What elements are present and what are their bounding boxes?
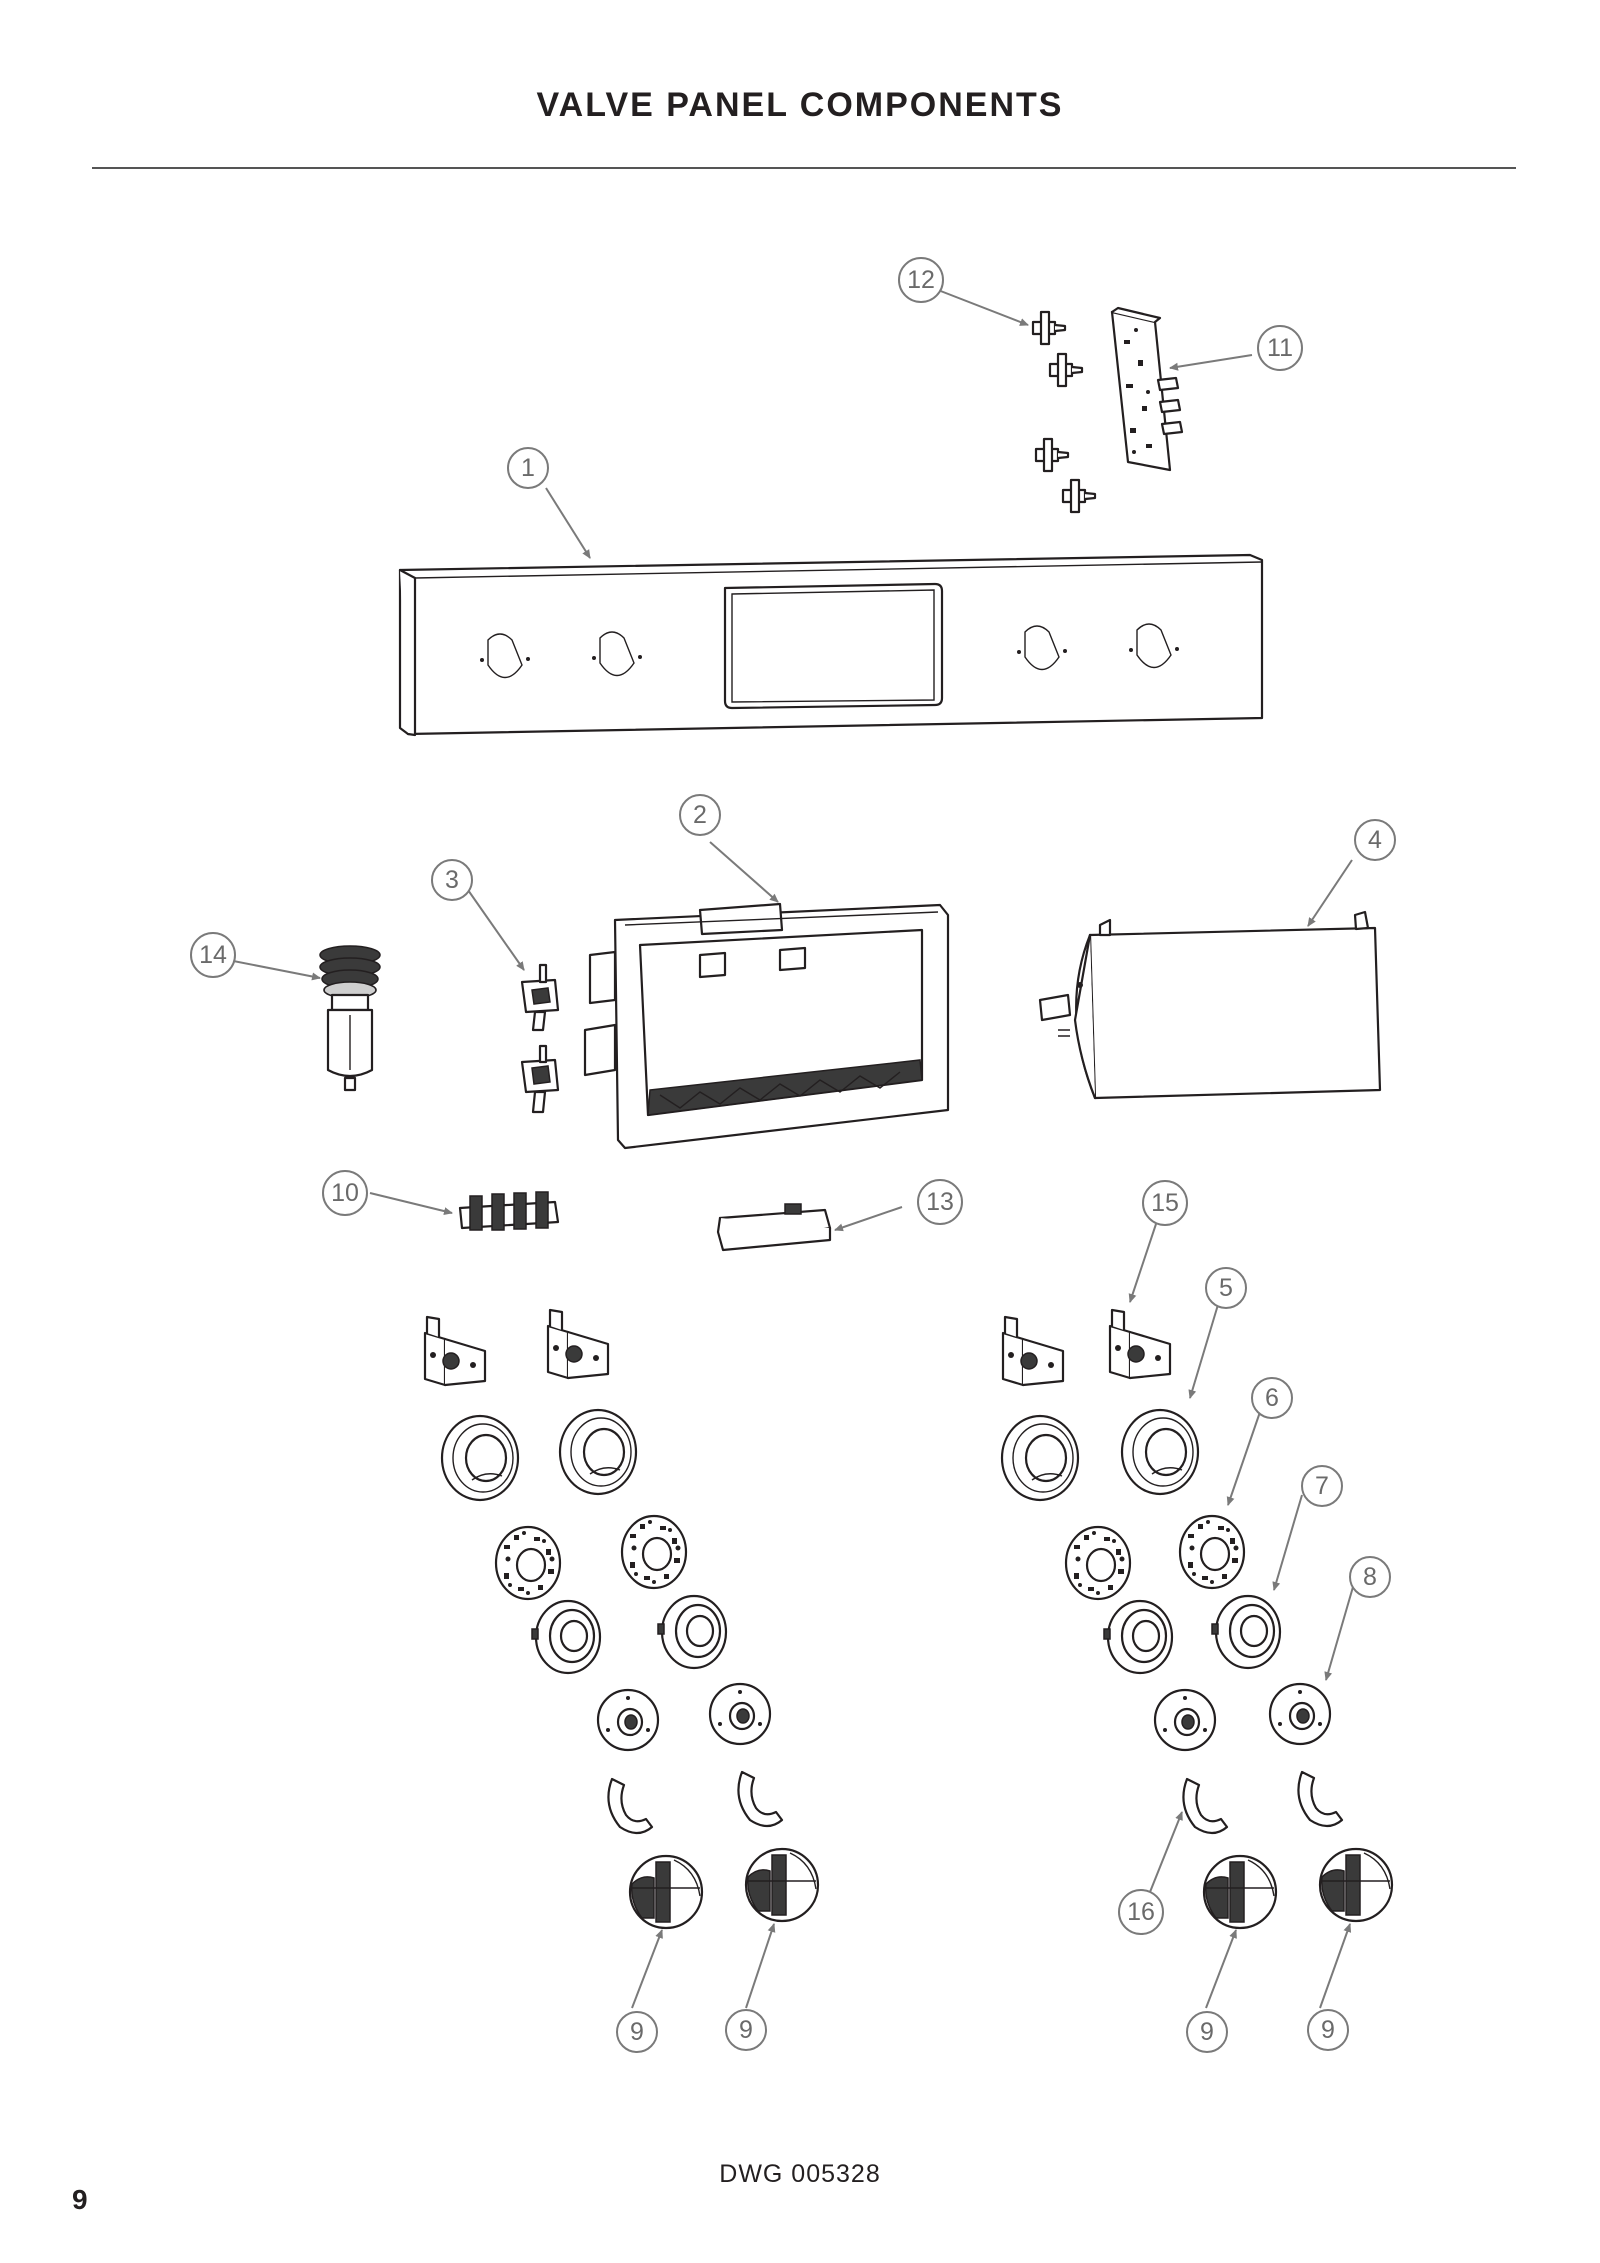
svg-text:7: 7: [1315, 1472, 1329, 1500]
callout-1: 1: [507, 447, 549, 489]
callout-14: 14: [190, 932, 236, 978]
rear-cover-part: [1038, 910, 1382, 1100]
callout-8: 8: [1349, 1556, 1391, 1598]
svg-text:10: 10: [331, 1179, 359, 1207]
svg-text:14: 14: [199, 941, 227, 969]
svg-text:15: 15: [1151, 1189, 1179, 1217]
page-number: 9: [72, 2184, 88, 2215]
svg-text:9: 9: [1321, 2016, 1335, 2044]
callout-9-right-b: 9: [1307, 2009, 1349, 2051]
svg-text:9: 9: [1200, 2018, 1214, 2046]
callout-11: 11: [1257, 325, 1303, 371]
callout-7: 7: [1301, 1465, 1343, 1507]
left-knob-stack-a: [423, 1315, 704, 1930]
svg-text:16: 16: [1127, 1898, 1155, 1926]
terminal-block-part: [458, 1191, 560, 1231]
callout-9-left-b: 9: [725, 2009, 767, 2051]
callout-4: 4: [1354, 819, 1396, 861]
callout-5: 5: [1205, 1267, 1247, 1309]
svg-text:2: 2: [693, 801, 707, 829]
svg-text:8: 8: [1363, 1563, 1377, 1591]
callout-10: 10: [322, 1170, 368, 1216]
callout-9-right-a: 9: [1186, 2011, 1228, 2053]
drawing-number: DWG 005328: [719, 2160, 881, 2188]
page-title: VALVE PANEL COMPONENTS: [536, 86, 1064, 124]
svg-text:9: 9: [739, 2016, 753, 2044]
door-switch-part: [520, 963, 560, 1114]
title-divider: [92, 167, 1516, 169]
callout-13: 13: [917, 1179, 963, 1225]
svg-text:12: 12: [907, 266, 935, 294]
leader-lines: [217, 289, 1356, 2009]
front-panel-part: [398, 553, 1264, 737]
svg-text:13: 13: [926, 1188, 954, 1216]
callout-16: 16: [1118, 1889, 1164, 1935]
standoff-clips-part: [1031, 310, 1097, 514]
svg-text:1: 1: [521, 454, 535, 482]
svg-text:9: 9: [630, 2018, 644, 2046]
mounting-frame-part: [583, 902, 950, 1150]
callout-12: 12: [898, 257, 944, 303]
svg-text:3: 3: [445, 866, 459, 894]
control-board-part: [1110, 306, 1184, 472]
motor-assembly-part: [319, 945, 381, 1092]
callout-2: 2: [679, 794, 721, 836]
svg-text:5: 5: [1219, 1274, 1233, 1302]
svg-text:11: 11: [1267, 334, 1293, 362]
callout-6: 6: [1251, 1377, 1293, 1419]
connector-block-part: [716, 1203, 832, 1252]
svg-text:4: 4: [1368, 826, 1382, 854]
callout-15: 15: [1142, 1180, 1188, 1226]
callout-3: 3: [431, 859, 473, 901]
svg-text:6: 6: [1265, 1384, 1279, 1412]
callout-9-left-a: 9: [616, 2011, 658, 2053]
